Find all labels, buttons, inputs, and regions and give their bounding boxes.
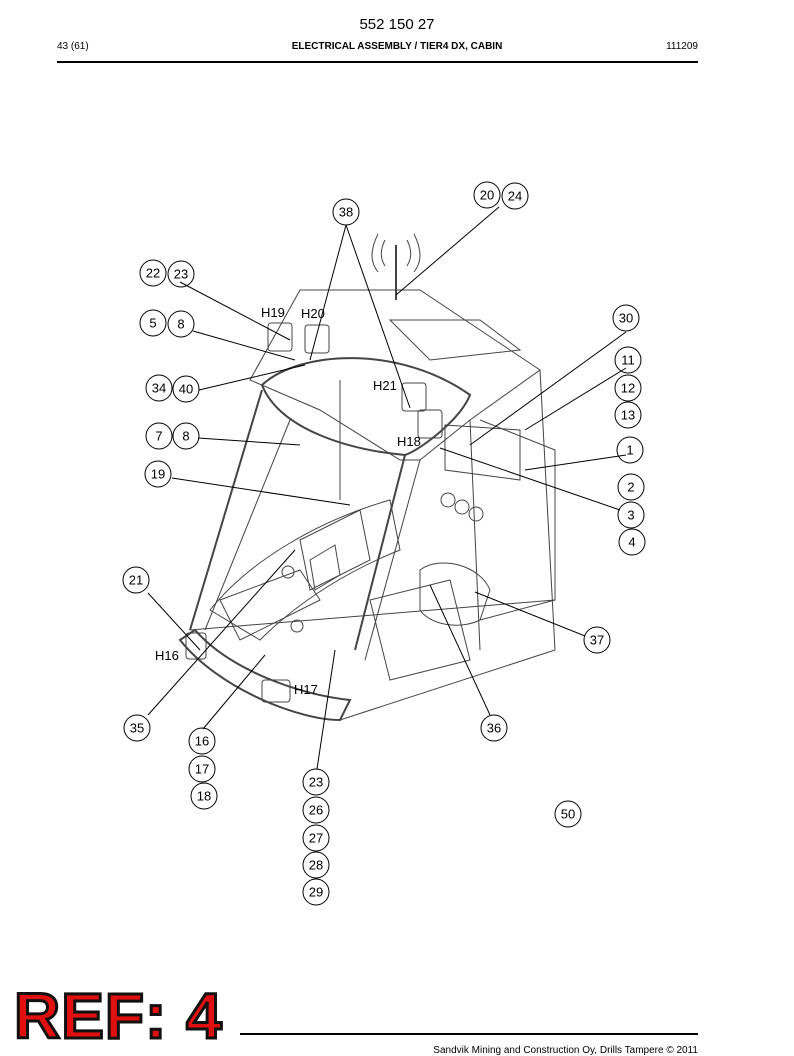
callout-34: 34: [152, 381, 166, 396]
callout-7: 7: [155, 429, 162, 444]
callout-27: 27: [309, 831, 323, 846]
callout-18: 18: [197, 789, 211, 804]
ref-stamp: REF: 4: [13, 980, 224, 1052]
callout-17: 17: [195, 762, 209, 777]
h20-light: [304, 324, 330, 354]
callout-8: 8: [177, 317, 184, 332]
callout-30: 30: [619, 311, 633, 326]
h21-light: [401, 382, 427, 412]
dashboard: [209, 499, 401, 641]
callout-1: 1: [626, 443, 633, 458]
callout-23b: 23: [309, 775, 323, 790]
h18-light: [417, 409, 443, 439]
callout-26: 26: [309, 803, 323, 818]
leader-lines: [147, 206, 627, 770]
footer-copyright: Sandvik Mining and Construction Oy, Dril…: [433, 1045, 698, 1056]
callout-16: 16: [195, 734, 209, 749]
callout-38: 38: [339, 205, 353, 220]
callout-50: 50: [561, 807, 575, 822]
callout-2: 2: [627, 480, 634, 495]
callout-40: 40: [179, 382, 193, 397]
label-h16: H16: [155, 648, 179, 663]
front-frame: [260, 357, 472, 457]
label-h18: H18: [397, 434, 421, 449]
callout-28: 28: [309, 858, 323, 873]
front-bumper: [178, 628, 352, 722]
callout-21: 21: [129, 573, 143, 588]
callout-37: 37: [590, 633, 604, 648]
cabin-roof: [249, 289, 541, 461]
seat-box: [369, 579, 471, 681]
label-h21: H21: [373, 378, 397, 393]
label-h17: H17: [294, 682, 318, 697]
callout-3: 3: [627, 508, 634, 523]
page-title: ELECTRICAL ASSEMBLY / TIER4 DX, CABIN: [291, 41, 503, 52]
callout-5: 5: [149, 316, 156, 331]
h17-light: [261, 679, 291, 703]
callout-8b: 8: [182, 429, 189, 444]
callout-4: 4: [628, 535, 635, 550]
h19-light: [267, 322, 293, 352]
callout-29: 29: [309, 885, 323, 900]
callout-24: 24: [508, 189, 522, 204]
callout-12: 12: [621, 381, 635, 396]
h16-light: [185, 632, 207, 660]
callout-35: 35: [130, 721, 144, 736]
date-code: 111209: [666, 41, 698, 52]
callout-13: 13: [621, 408, 635, 423]
callout-20: 20: [480, 188, 494, 203]
document-number: 552 150 27: [359, 16, 435, 33]
footer-divider: [240, 1033, 698, 1035]
label-h19: H19: [261, 305, 285, 320]
label-h20: H20: [301, 306, 325, 321]
page-number: 43 (61): [57, 41, 89, 52]
callout-22: 22: [146, 266, 160, 281]
callout-11: 11: [621, 353, 635, 368]
callout-19: 19: [151, 467, 165, 482]
header-divider: [57, 61, 698, 63]
callout-23: 23: [174, 267, 188, 282]
callout-36: 36: [487, 721, 501, 736]
